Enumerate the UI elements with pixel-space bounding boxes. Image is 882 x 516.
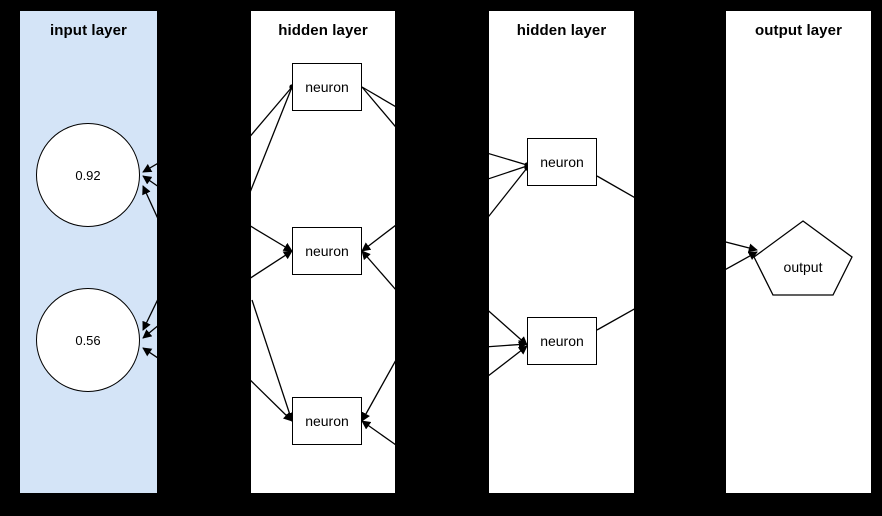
layer-panel-hidden-2: [488, 10, 635, 494]
layer-title-hidden-2: hidden layer: [516, 22, 607, 39]
input-node-0[interactable]: 0.92: [36, 123, 140, 227]
input-node-1[interactable]: 0.56: [36, 288, 140, 392]
hidden1-neuron-2[interactable]: neuron: [292, 397, 362, 445]
layer-panel-input: [19, 10, 158, 494]
layer-title-hidden-1: hidden layer: [278, 22, 368, 39]
output-node-label: output: [783, 259, 823, 275]
layer-title-input: input layer: [50, 22, 127, 39]
edges-input-panel: [142, 162, 158, 359]
hidden2-neuron-0[interactable]: neuron: [527, 138, 597, 186]
output-node[interactable]: output: [754, 221, 852, 295]
layer-title-output: output layer: [754, 22, 843, 39]
hidden1-neuron-0[interactable]: neuron: [292, 63, 362, 111]
hidden2-neuron-1[interactable]: neuron: [527, 317, 597, 365]
hidden1-neuron-1[interactable]: neuron: [292, 227, 362, 275]
